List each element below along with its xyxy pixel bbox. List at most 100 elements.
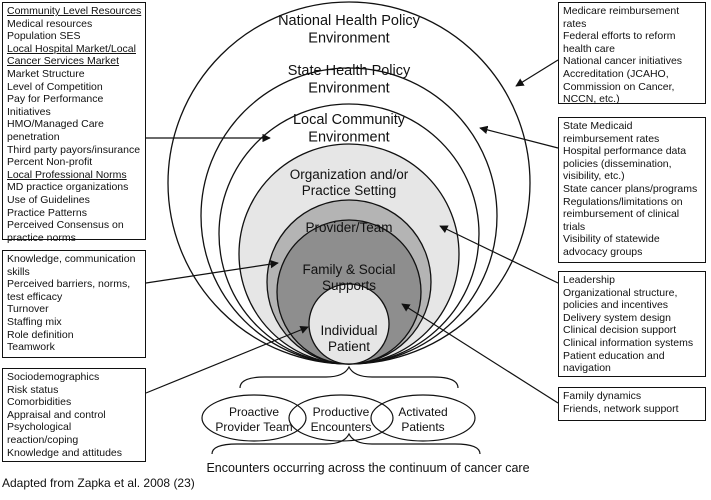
community-box-line: Population SES xyxy=(7,30,81,43)
source-citation: Adapted from Zapka et al. 2008 (23) xyxy=(2,476,195,490)
provider-box-line: Knowledge, communication xyxy=(7,253,136,265)
state-box-line: advocacy groups xyxy=(563,245,643,258)
productive-oval xyxy=(288,394,394,442)
arrow-state-to-state-ring xyxy=(479,125,559,149)
community-box-line: Level of Competition xyxy=(7,80,103,93)
encounters-caption: Encounters occurring across the continuu… xyxy=(206,461,529,475)
proactive-oval xyxy=(201,394,307,442)
state-box-line: policies (dissemination, xyxy=(563,157,672,170)
community-box-line: Local Professional Norms xyxy=(7,168,127,181)
state-box-line: reimbursement rates xyxy=(563,132,660,145)
state-box-line: State cancer plans/programs xyxy=(563,182,698,195)
patient-box-line: Appraisal and control xyxy=(7,408,106,421)
community-box-line: Medical resources xyxy=(7,17,93,30)
family-box-line: Friends, network support xyxy=(563,402,679,415)
provider-box-line: Turnover xyxy=(7,303,49,316)
community-box-line: Third party payors/insurance xyxy=(7,143,141,156)
provider-box-line: Teamwork xyxy=(7,341,55,354)
state-box-line: trials xyxy=(563,220,586,233)
national-box-line: Accreditation (JCAHO, xyxy=(563,67,669,80)
state-box-line: Hospital performance data xyxy=(563,145,687,158)
organization-box-line: navigation xyxy=(563,362,611,375)
community-box-line: Use of Guidelines xyxy=(7,193,90,206)
community-box-line: penetration xyxy=(7,130,60,143)
community-box-line: Pay for Performance xyxy=(7,93,104,106)
national-box-line: Medicare reimbursement xyxy=(563,5,680,17)
patient-box-line: Comorbidities xyxy=(7,396,72,409)
community-box-line: practice norms xyxy=(7,231,76,244)
activated-oval xyxy=(370,394,476,442)
organization-box-line: Patient education and xyxy=(563,349,665,362)
arrow-provider-to-team xyxy=(145,259,279,284)
arrow-org-to-setting xyxy=(439,225,559,284)
arrow-family-to-supports xyxy=(401,303,559,404)
patient-box-line: Sociodemographics xyxy=(7,371,100,383)
patient-box-line: Psychological xyxy=(7,421,72,434)
national-box-line: National cancer initiatives xyxy=(563,55,683,68)
community-box-line: HMO/Managed Care xyxy=(7,118,104,131)
national-box-line: health care xyxy=(563,42,615,55)
arrow-patient-to-individual xyxy=(145,325,309,394)
connector-arrows xyxy=(145,59,559,404)
national-box-line: Federal efforts to reform xyxy=(563,30,676,43)
organization-box-line: Organizational structure, xyxy=(563,286,678,299)
individual-circle xyxy=(308,283,390,365)
arrow-national-to-outer xyxy=(515,59,559,87)
provider-box-line: Staffing mix xyxy=(7,315,62,328)
organization-box-line: Clinical information systems xyxy=(563,336,694,349)
organization-box-line: Clinical decision support xyxy=(563,324,677,337)
community-box-line: Local Hospital Market/Local xyxy=(7,42,136,55)
community-box-line: Percent Non-profit xyxy=(7,156,93,169)
community-box-line: Perceived Consensus on xyxy=(7,219,124,232)
patient-box-line: Risk status xyxy=(7,383,59,396)
large-brace xyxy=(239,365,459,389)
national-box-line: Commission on Cancer, xyxy=(563,80,675,93)
community-box-line: Practice Patterns xyxy=(7,206,87,219)
patient-box-line: Knowledge and attitudes xyxy=(7,446,123,459)
community-box-line: Initiatives xyxy=(7,105,51,118)
provider-circle-label: Provider/Team xyxy=(305,220,392,235)
community-box-line: MD practice organizations xyxy=(7,181,129,194)
provider-box-line: Role definition xyxy=(7,328,74,341)
state-box-line: visibility, etc.) xyxy=(563,170,625,183)
provider-box-line: Perceived barriers, norms, xyxy=(7,278,131,291)
nested-circles xyxy=(167,1,531,365)
national-box-line: NCCN, etc.) xyxy=(563,93,620,106)
community-box-line: Cancer Services Market xyxy=(7,55,120,68)
state-box-line: State Medicaid xyxy=(563,120,633,132)
family-box-line: Family dynamics xyxy=(563,390,642,402)
provider-box-line: test efficacy xyxy=(7,290,63,303)
community-box-line: Market Structure xyxy=(7,67,85,80)
community-box-line: Community Level Resources xyxy=(7,5,142,17)
braces xyxy=(211,365,481,455)
organization-box-line: Leadership xyxy=(563,274,615,286)
state-box-line: Visibility of statewide xyxy=(563,233,660,246)
organization-box-line: policies and incentives xyxy=(563,299,669,312)
organization-box-line: Delivery system design xyxy=(563,311,671,324)
state-box-line: Regulations/limitations on xyxy=(563,195,683,208)
brace-under-ovals xyxy=(211,432,481,455)
patient-box-line: reaction/coping xyxy=(7,433,79,446)
state-box-line: reimbursement of clinical xyxy=(563,208,680,221)
provider-box-line: skills xyxy=(7,265,30,278)
national-box-line: rates xyxy=(563,17,587,30)
